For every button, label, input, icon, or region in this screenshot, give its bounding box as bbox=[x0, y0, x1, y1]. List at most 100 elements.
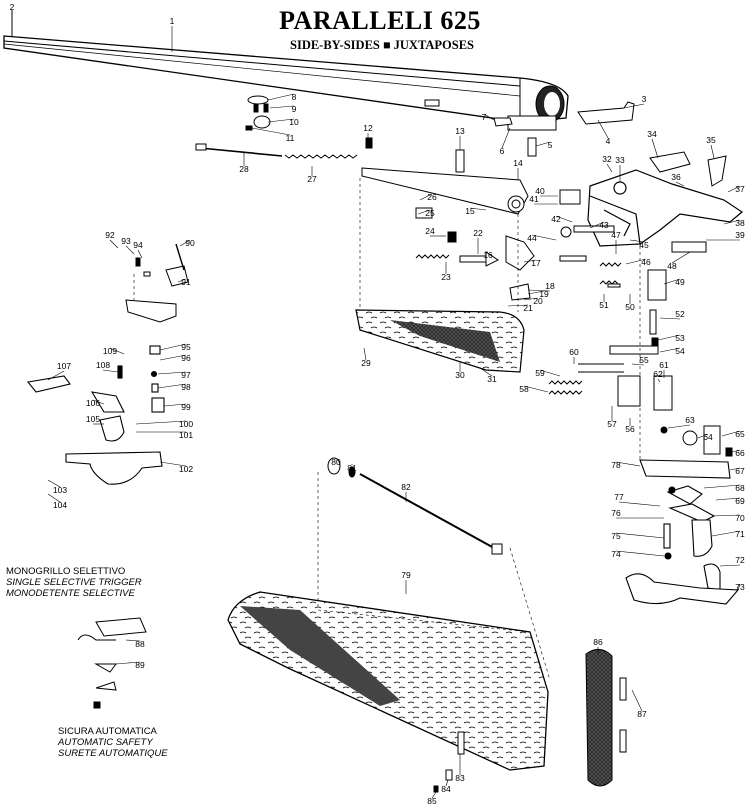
trigger-caption-fr: MONODETENTE SELECTIVE bbox=[6, 588, 135, 599]
callout-leader-69 bbox=[715, 497, 741, 501]
callout-label-73: 73 bbox=[735, 582, 745, 592]
callout-label-87: 87 bbox=[637, 709, 647, 719]
callout-label-62: 62 bbox=[653, 369, 663, 379]
callout-leader-71 bbox=[711, 530, 741, 537]
callout-label-59: 59 bbox=[535, 368, 545, 378]
trigger-caption-it: MONOGRILLO SELETTIVO bbox=[6, 566, 126, 577]
stock-bolt-part bbox=[327, 457, 503, 555]
callout-leader-49 bbox=[663, 278, 681, 285]
callout-label-80: 80 bbox=[331, 457, 341, 467]
callout-leader-19 bbox=[527, 290, 545, 295]
callout-leader-58 bbox=[523, 385, 549, 393]
callout-leader-3 bbox=[623, 103, 645, 109]
callout-label-39: 39 bbox=[735, 230, 745, 240]
callout-leader-36 bbox=[675, 181, 685, 187]
callout-leader-53 bbox=[657, 334, 681, 341]
callout-label-81: 81 bbox=[347, 463, 357, 473]
callout-label-47: 47 bbox=[611, 230, 621, 240]
callout-label-86: 86 bbox=[593, 637, 603, 647]
callout-leader-20 bbox=[523, 297, 539, 301]
callout-label-77: 77 bbox=[614, 492, 624, 502]
callout-label-6: 6 bbox=[500, 146, 505, 156]
callout-leader-94 bbox=[137, 249, 143, 259]
safety-caption: SICURA AUTOMATICA AUTOMATIC SAFETY SURET… bbox=[58, 726, 168, 759]
callout-leader-43 bbox=[589, 221, 605, 229]
callout-label-90: 90 bbox=[185, 238, 195, 248]
callout-label-5: 5 bbox=[548, 140, 553, 150]
callout-leader-68 bbox=[703, 484, 741, 489]
callout-label-45: 45 bbox=[639, 240, 649, 250]
callout-label-41: 41 bbox=[529, 194, 539, 204]
callout-leader-34 bbox=[651, 138, 659, 159]
callout-leader-103 bbox=[47, 479, 61, 488]
callout-leader-104 bbox=[47, 493, 61, 503]
callout-label-31: 31 bbox=[487, 374, 497, 384]
callout-label-109: 109 bbox=[103, 346, 117, 356]
callout-label-84: 84 bbox=[441, 784, 451, 794]
callout-label-67: 67 bbox=[735, 466, 745, 476]
callout-label-57: 57 bbox=[607, 419, 617, 429]
callout-leader-6 bbox=[501, 127, 511, 149]
callout-label-51: 51 bbox=[599, 300, 609, 310]
callout-label-17: 17 bbox=[531, 258, 541, 268]
callout-label-66: 66 bbox=[735, 448, 745, 458]
callout-label-25: 25 bbox=[425, 208, 435, 218]
callout-leader-8 bbox=[267, 93, 295, 101]
callout-label-28: 28 bbox=[239, 164, 249, 174]
callout-label-37: 37 bbox=[735, 184, 745, 194]
callout-leader-75 bbox=[615, 532, 665, 539]
callout-leader-59 bbox=[539, 369, 561, 377]
callout-label-92: 92 bbox=[105, 230, 115, 240]
callout-label-3: 3 bbox=[642, 94, 647, 104]
callout-label-9: 9 bbox=[292, 104, 297, 114]
callout-label-16: 16 bbox=[483, 250, 493, 260]
callout-leader-46 bbox=[625, 258, 647, 265]
callout-label-12: 12 bbox=[363, 123, 373, 133]
callout-leader-18 bbox=[527, 289, 551, 292]
callout-leader-77 bbox=[618, 501, 661, 507]
callout-label-30: 30 bbox=[455, 370, 465, 380]
callout-label-29: 29 bbox=[361, 358, 371, 368]
callout-label-83: 83 bbox=[455, 773, 465, 783]
callout-leader-92 bbox=[109, 239, 119, 249]
callout-label-50: 50 bbox=[625, 302, 635, 312]
callout-label-36: 36 bbox=[671, 172, 681, 182]
callout-label-102: 102 bbox=[179, 464, 193, 474]
callout-label-63: 63 bbox=[685, 415, 695, 425]
callout-label-15: 15 bbox=[465, 206, 475, 216]
callout-label-70: 70 bbox=[735, 513, 745, 523]
callout-label-64: 64 bbox=[703, 432, 713, 442]
callout-label-58: 58 bbox=[519, 384, 529, 394]
callout-leader-48 bbox=[671, 251, 691, 264]
callout-label-71: 71 bbox=[735, 529, 745, 539]
receiver-part bbox=[587, 169, 744, 247]
callout-label-82: 82 bbox=[401, 482, 411, 492]
callout-leader-29 bbox=[363, 347, 367, 361]
callout-label-89: 89 bbox=[135, 660, 145, 670]
callout-leader-96 bbox=[159, 354, 187, 361]
top-lever-part bbox=[649, 151, 727, 187]
callout-label-34: 34 bbox=[647, 129, 657, 139]
callout-label-74: 74 bbox=[611, 549, 621, 559]
callout-label-26: 26 bbox=[427, 192, 437, 202]
safety-caption-fr: SURETE AUTOMATIQUE bbox=[58, 748, 168, 759]
buttplate-part bbox=[585, 649, 627, 787]
callout-leader-102 bbox=[159, 461, 187, 467]
callout-label-22: 22 bbox=[473, 228, 483, 238]
trigger-caption: MONOGRILLO SELETTIVO SINGLE SELECTIVE TR… bbox=[6, 566, 142, 599]
callout-leader-25 bbox=[417, 209, 431, 215]
callout-leader-21 bbox=[507, 304, 529, 307]
callout-label-43: 43 bbox=[599, 220, 609, 230]
callout-label-42: 42 bbox=[551, 214, 561, 224]
callout-leader-15 bbox=[469, 207, 487, 211]
callout-leader-26 bbox=[419, 193, 433, 201]
callout-label-61: 61 bbox=[659, 360, 669, 370]
callout-leader-37 bbox=[727, 185, 741, 193]
callout-label-96: 96 bbox=[181, 353, 191, 363]
callout-leader-65 bbox=[721, 430, 741, 437]
callout-label-79: 79 bbox=[401, 570, 411, 580]
callout-label-13: 13 bbox=[455, 126, 465, 136]
callout-leader-17 bbox=[523, 259, 537, 263]
callout-label-44: 44 bbox=[527, 233, 537, 243]
